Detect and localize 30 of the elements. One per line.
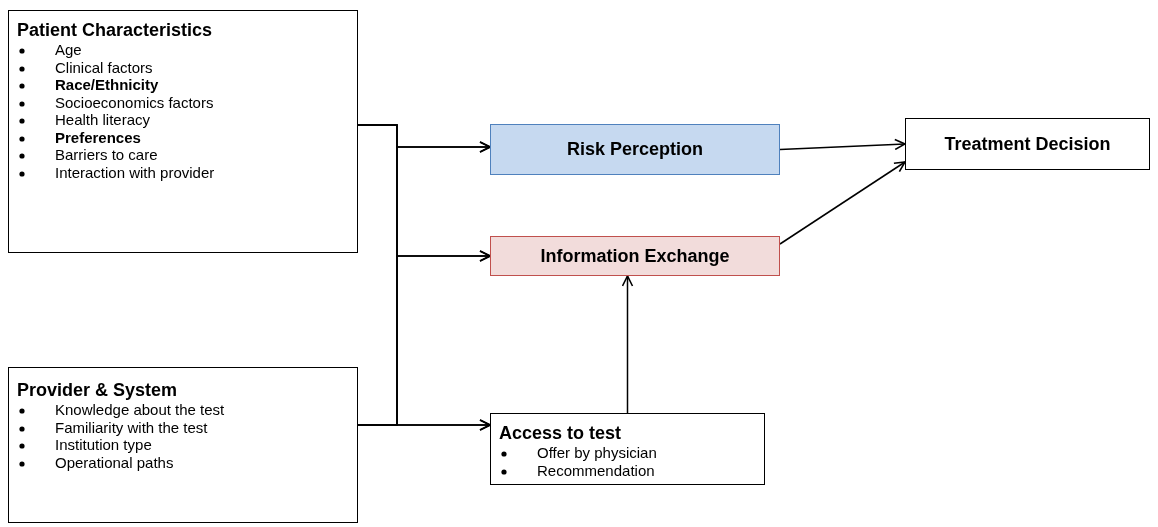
box-heading: Patient Characteristics [17,20,214,41]
box-label: Risk Perception [566,139,703,160]
bullet-item: Recommendation [537,461,655,479]
process-box [490,124,780,175]
bullet-item: Barriers to care [55,146,158,163]
process-box [8,367,358,523]
process-box [490,413,765,485]
bullet-item: Preferences [55,128,141,146]
box-label: Treatment Decision [944,133,1111,155]
bullet-item: Interaction with provider [55,163,215,181]
bullet-item: Offer by physician [537,444,657,461]
bullet-item: Institution type [55,436,152,453]
bullet-item: Race/Ethnicity [55,76,159,93]
process-box [8,10,358,253]
arrow [357,419,491,431]
bullet-item: Familiarity with the test [55,418,208,436]
box-heading: Access to test [499,423,623,444]
process-box [490,236,780,276]
bullet-item: Age [55,41,82,58]
arrow [621,275,634,414]
arrow [779,138,906,151]
arrow [779,161,906,245]
bullet-item: Operational paths [55,453,174,471]
bullet-item: Health literacy [55,111,151,128]
bullet-item: Socioeconomics factors [55,93,214,111]
bullet-item: Clinical factors [55,58,153,76]
box-label: Information Exchange [540,245,730,267]
box-heading: Provider & System [17,380,179,401]
process-box [905,118,1150,170]
bullet-item: Knowledge about the test [55,401,225,418]
